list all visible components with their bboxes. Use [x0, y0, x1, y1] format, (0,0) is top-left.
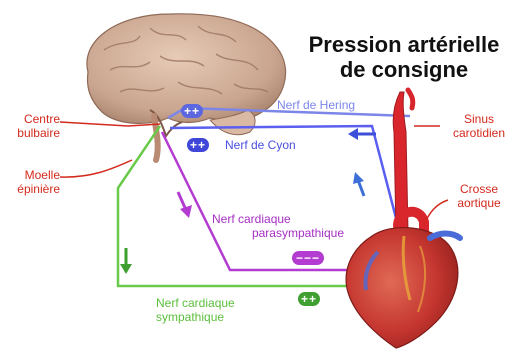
label-centre-bulbaire: Centre bulbaire	[8, 112, 60, 140]
label-nerf-cyon: Nerf de Cyon	[225, 138, 296, 152]
heart-illustration	[346, 228, 460, 348]
pointer-moelle-epiniere	[60, 160, 132, 177]
arrow-diagonal-down-icon	[178, 192, 192, 218]
label-nerf-hering: Nerf de Hering	[277, 98, 355, 112]
label-sinus-carotidien: Sinus carotidien	[448, 112, 510, 140]
sympathique-plus-sign: ++	[298, 292, 320, 306]
parasympathique-minus-sign: −−−	[292, 251, 324, 265]
title-line-2: de consigne	[288, 57, 520, 82]
parasympathetic-nerve-line	[162, 132, 350, 270]
artery-illustration	[393, 90, 424, 246]
label-nerf-parasympathique: Nerf cardiaque parasympathique	[212, 212, 344, 240]
cyon-plus-sign: ++	[187, 138, 209, 152]
arrow-up-icon	[353, 172, 364, 196]
label-nerf-sympathique: Nerf cardiaque sympathique	[156, 296, 235, 324]
hering-plus-sign: ++	[181, 104, 203, 118]
title-line-1: Pression artérielle	[288, 32, 520, 57]
label-crosse-aortique: Crosse aortique	[448, 182, 510, 210]
label-moelle-epiniere: Moelle épinière	[8, 168, 60, 196]
diagram-title: Pression artérielle de consigne	[288, 32, 520, 82]
arrow-down-icon	[120, 248, 132, 274]
